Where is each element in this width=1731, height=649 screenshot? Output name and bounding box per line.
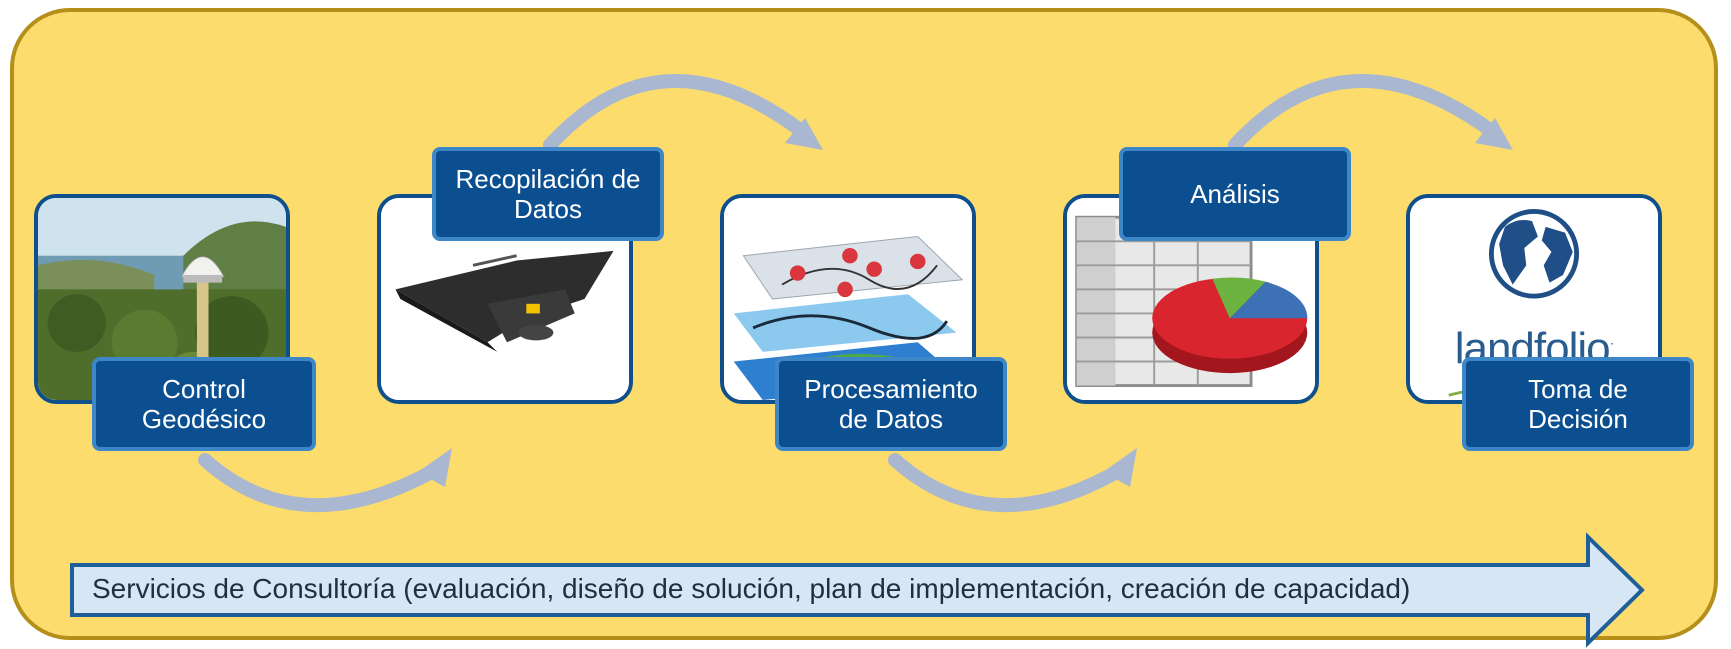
arrow-procesamiento-to-analisis [888,453,1127,513]
label-recopilacion-line2: Datos [514,194,582,224]
label-procesamiento: Procesamiento de Datos [775,357,1007,451]
label-procesamiento-line2: de Datos [838,404,944,434]
label-decision-line1: Toma de [1528,374,1628,404]
arrow-recopilacion-to-procesamiento [543,74,807,152]
consulting-banner-arrow [70,532,1645,648]
label-control-line2: Geodésico [141,404,267,434]
label-procesamiento-line1: Procesamiento [804,374,978,404]
label-control-line1: Control [162,374,246,404]
label-decision-line2: Decisión [1528,404,1628,434]
label-decision: Toma de Decisión [1462,357,1694,451]
spreadsheet-pie-icon [1067,198,1315,400]
arrow-analisis-to-decision [1228,74,1497,152]
arrow-control-to-recopilacion [198,453,442,513]
card-analisis [1063,194,1319,404]
label-analisis-line1: Análisis [1190,179,1280,209]
consulting-banner-text: Servicios de Consultoría (evaluación, di… [92,573,1411,604]
label-recopilacion-line1: Recopilación de [455,164,641,194]
label-recopilacion: Recopilación de Datos [432,147,664,241]
label-analisis: Análisis [1119,147,1351,241]
label-control-geodesico: Control Geodésico [92,357,316,451]
